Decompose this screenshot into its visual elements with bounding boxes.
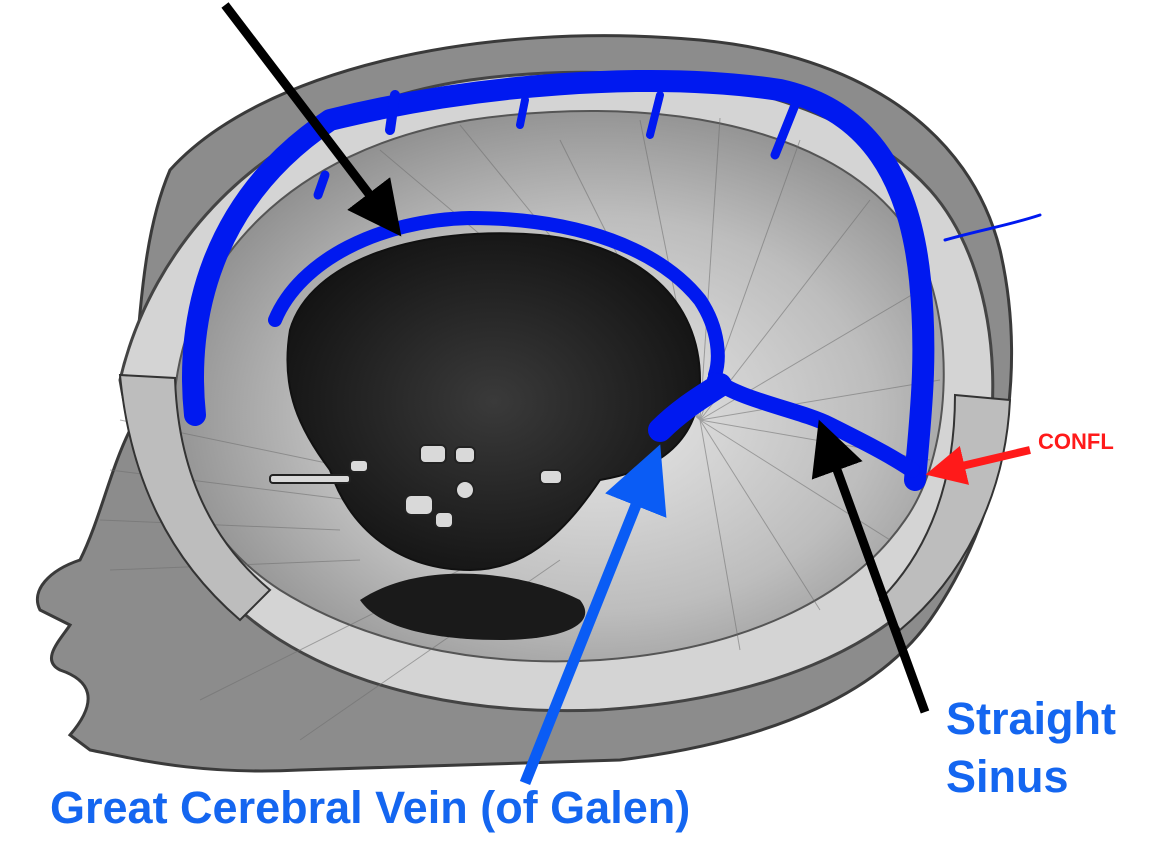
tributary-2 <box>520 100 525 125</box>
straight-sinus-label-line2: Sinus <box>946 748 1116 806</box>
tributary-1 <box>390 95 395 130</box>
straight-sinus-label-line1: Straight <box>946 690 1116 748</box>
straight-sinus-label: Straight Sinus <box>946 690 1116 806</box>
confluence-label: CONFL <box>1038 428 1154 456</box>
great-cerebral-vein-label: Great Cerebral Vein (of Galen) <box>50 782 690 834</box>
